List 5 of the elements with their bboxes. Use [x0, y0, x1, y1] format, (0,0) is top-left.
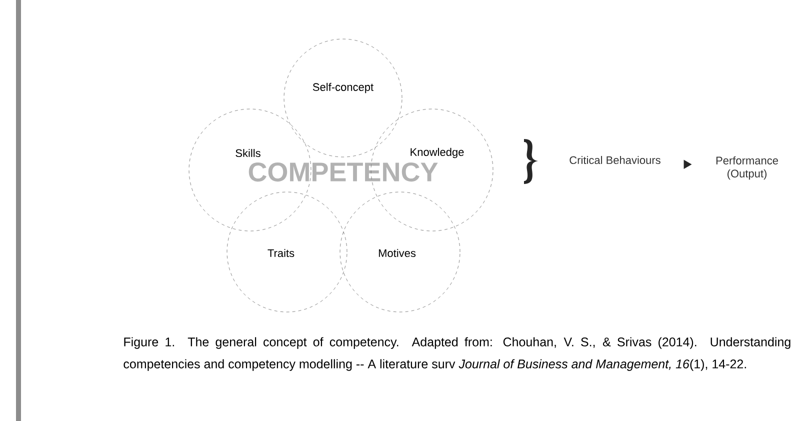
arrow [684, 160, 692, 169]
text-label: Performance (Output) [716, 156, 778, 180]
watermark-word: COMPETENCY [248, 162, 438, 182]
caption: Figure 1. The general concept of competency. Adapted from: Chouhan, V. S., & Srivas (2014). Understanding competencies and competency modelling -- A literature surv Journal of Business and Management, 16(1), 14-22. [124, 337, 790, 371]
text-label: Critical Behaviours [570, 156, 660, 164]
